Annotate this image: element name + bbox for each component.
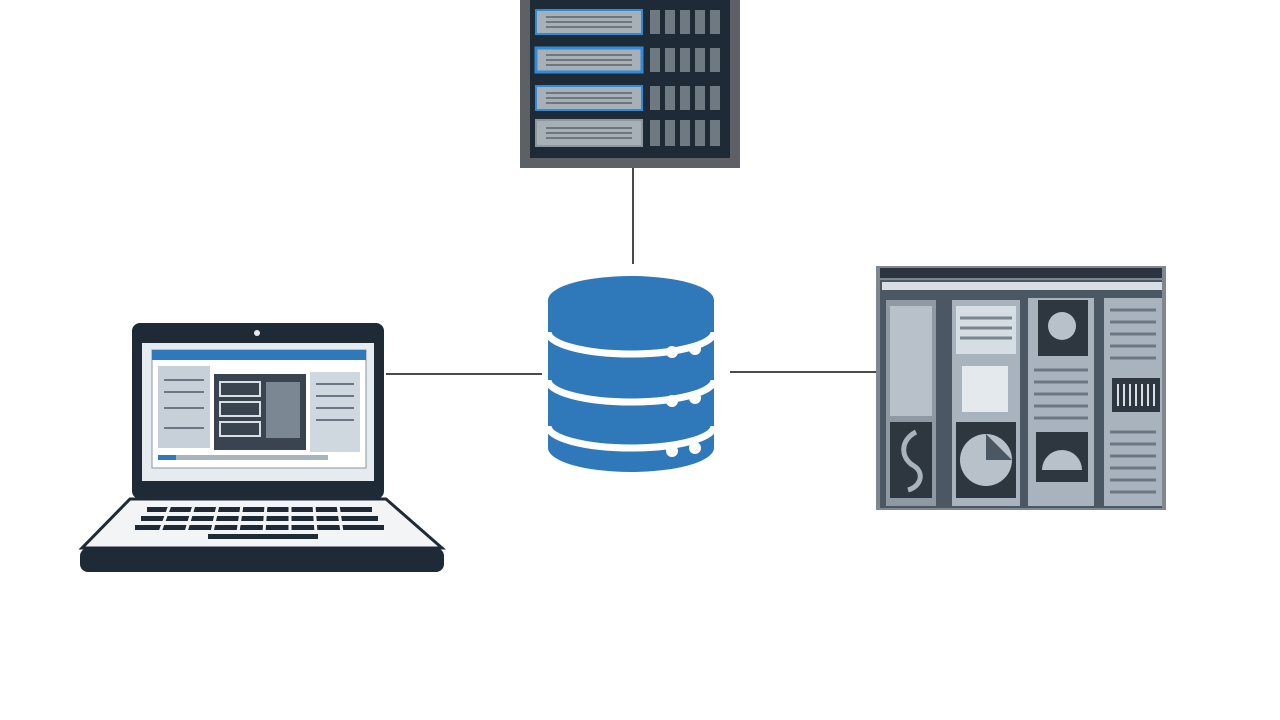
laptop-icon <box>78 323 446 572</box>
connectors <box>386 168 876 375</box>
server-port-grid <box>650 10 720 146</box>
server-drive-bays <box>534 9 644 147</box>
laptop-screen-app <box>151 349 367 469</box>
dashboard-monitor-icon <box>876 266 1166 510</box>
database-icon <box>544 276 718 472</box>
monitor-panels <box>886 298 1162 506</box>
database-indicator-dots <box>666 343 701 457</box>
laptop-keyboard <box>135 507 384 539</box>
rack-server-icon <box>520 0 740 168</box>
